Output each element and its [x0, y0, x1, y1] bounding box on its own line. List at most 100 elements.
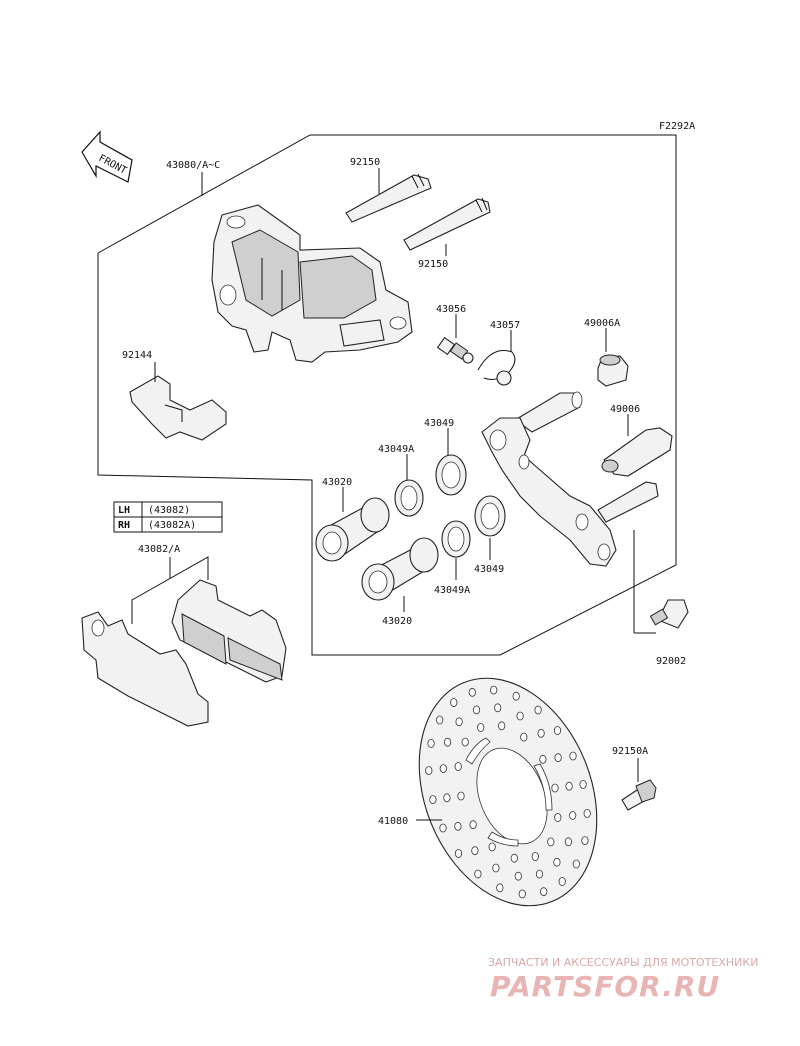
watermark-logo: PARTSFOR.RU — [490, 970, 720, 1003]
disc-hole — [474, 869, 482, 879]
disc-hole — [551, 783, 559, 793]
disc-hole — [461, 737, 469, 747]
disc-hole — [477, 723, 485, 732]
side-table: LH (43082) RH (43082A) — [113, 501, 223, 533]
disc-hole — [540, 887, 548, 897]
disc-hole — [554, 753, 562, 763]
disc-hole — [454, 821, 462, 831]
brake-pad-rear — [171, 579, 287, 683]
disc-hole — [425, 766, 433, 775]
disc-hole — [581, 836, 589, 845]
disc-hole — [553, 857, 561, 867]
disc-hole — [520, 732, 528, 742]
label-disc: 41080 — [378, 816, 408, 827]
disc-hole — [443, 793, 451, 803]
disc-hole — [454, 762, 462, 771]
disc-hole — [427, 739, 435, 748]
disc-hole — [468, 687, 476, 697]
disc-hole — [450, 698, 458, 707]
label-pin-lower: 92150 — [418, 259, 448, 270]
disc-hole — [547, 837, 555, 847]
disc-hole — [583, 809, 591, 818]
disc-hole — [472, 705, 481, 715]
disc-hole — [439, 764, 447, 773]
disc-hole — [539, 754, 547, 764]
label-boot: 49006A — [584, 318, 620, 329]
disc-hole — [469, 820, 477, 830]
disc-hole — [498, 721, 506, 731]
disc-hole — [514, 871, 522, 881]
disc-hole — [518, 889, 526, 899]
disc-hole — [579, 780, 587, 789]
part-labels: 43080/A~C 92150 92150 43056 43057 49006A… — [122, 157, 686, 827]
disc-hole — [455, 717, 463, 727]
pad-spring — [129, 375, 227, 441]
disc-hole — [572, 859, 580, 869]
label-caliper: 43080/A~C — [166, 160, 220, 171]
disc-hole — [535, 869, 544, 879]
piston-upper — [315, 497, 390, 562]
side-rh: RH — [118, 520, 130, 531]
label-disc-bolt: 92150A — [612, 746, 648, 757]
watermark-tagline: ЗАПЧАСТИ И АКСЕССУАРЫ ДЛЯ МОТОТЕХНИКИ — [488, 956, 758, 969]
side-rh-part: (43082A) — [148, 520, 196, 531]
disc-bolt — [621, 779, 657, 811]
disc-hole — [439, 823, 447, 833]
disc-hole — [569, 751, 577, 761]
brake-disc — [418, 677, 598, 907]
disc-hole — [494, 703, 502, 713]
label-piston-lower: 43020 — [382, 616, 412, 627]
disc-hole — [429, 795, 437, 804]
label-bolt-collar: 49006 — [610, 404, 640, 415]
disc-hole — [443, 737, 452, 747]
figure-code: F2292A — [659, 121, 695, 132]
disc-hole — [534, 705, 542, 715]
seal-lower — [474, 495, 506, 537]
label-bleed-valve: 43056 — [436, 304, 466, 315]
mounting-bolt — [649, 599, 689, 629]
watermark: ЗАПЧАСТИ И АКСЕССУАРЫ ДЛЯ МОТОТЕХНИКИ PA… — [488, 956, 758, 1003]
leader-lines — [131, 168, 656, 821]
bolt-collar — [601, 427, 673, 477]
caliper-body — [211, 204, 413, 363]
brake-pad-front — [81, 611, 209, 727]
label-cap: 43057 — [490, 320, 520, 331]
bleed-valve — [436, 336, 474, 364]
label-seal-upper: 43049 — [424, 418, 454, 429]
caliper-assembly-outline — [97, 134, 677, 656]
side-lh-part: (43082) — [148, 505, 190, 516]
label-spring: 92144 — [122, 350, 152, 361]
label-bolt: 92002 — [656, 656, 686, 667]
dust-seal-lower — [441, 520, 471, 558]
disc-hole — [564, 837, 573, 847]
label-dust-seal-lower: 43049A — [434, 585, 470, 596]
label-dust-seal-upper: 43049A — [378, 444, 414, 455]
disc-hole — [558, 877, 566, 886]
caliper-bracket — [481, 391, 659, 567]
disc-hole — [569, 811, 577, 820]
pin-lower — [403, 197, 491, 251]
dust-seal-upper — [394, 479, 424, 517]
disc-hole — [512, 691, 520, 701]
disc-hole — [488, 842, 496, 852]
disc-hole — [496, 883, 504, 893]
label-seal-lower: 43049 — [474, 564, 504, 575]
disc-hole — [531, 852, 539, 861]
cap-part — [477, 350, 516, 386]
disc-hole — [516, 711, 524, 721]
pin-upper — [345, 173, 432, 223]
disc-hole — [510, 853, 518, 863]
disc-hole — [490, 685, 498, 695]
label-pad-set: 43082/A — [138, 544, 180, 555]
disc-hole — [471, 846, 479, 856]
piston-lower — [361, 537, 439, 601]
disc-hole — [436, 715, 444, 725]
front-arrow-icon: FRONT — [81, 130, 133, 183]
disc-hole — [554, 813, 562, 822]
side-lh: LH — [118, 505, 130, 516]
disc-hole — [454, 849, 463, 858]
disc-hole — [537, 728, 545, 738]
boot-part — [597, 354, 629, 387]
label-pin-upper: 92150 — [350, 157, 380, 168]
